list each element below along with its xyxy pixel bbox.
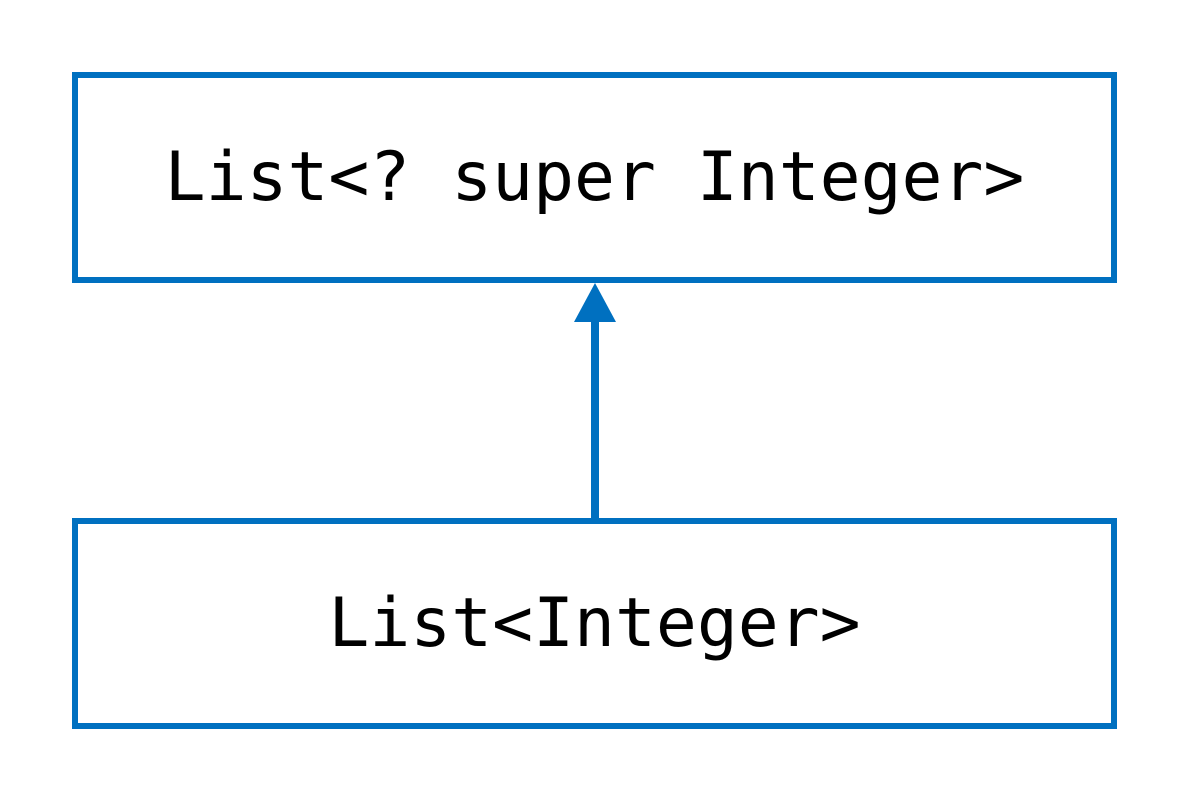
arrow-head	[574, 283, 616, 322]
inheritance-arrow-icon	[574, 283, 616, 518]
node-subtype-label: List<Integer>	[328, 584, 861, 663]
node-supertype-label: List<? super Integer>	[164, 138, 1025, 217]
node-subtype-box: List<Integer>	[72, 518, 1117, 729]
node-supertype-box: List<? super Integer>	[72, 72, 1117, 283]
